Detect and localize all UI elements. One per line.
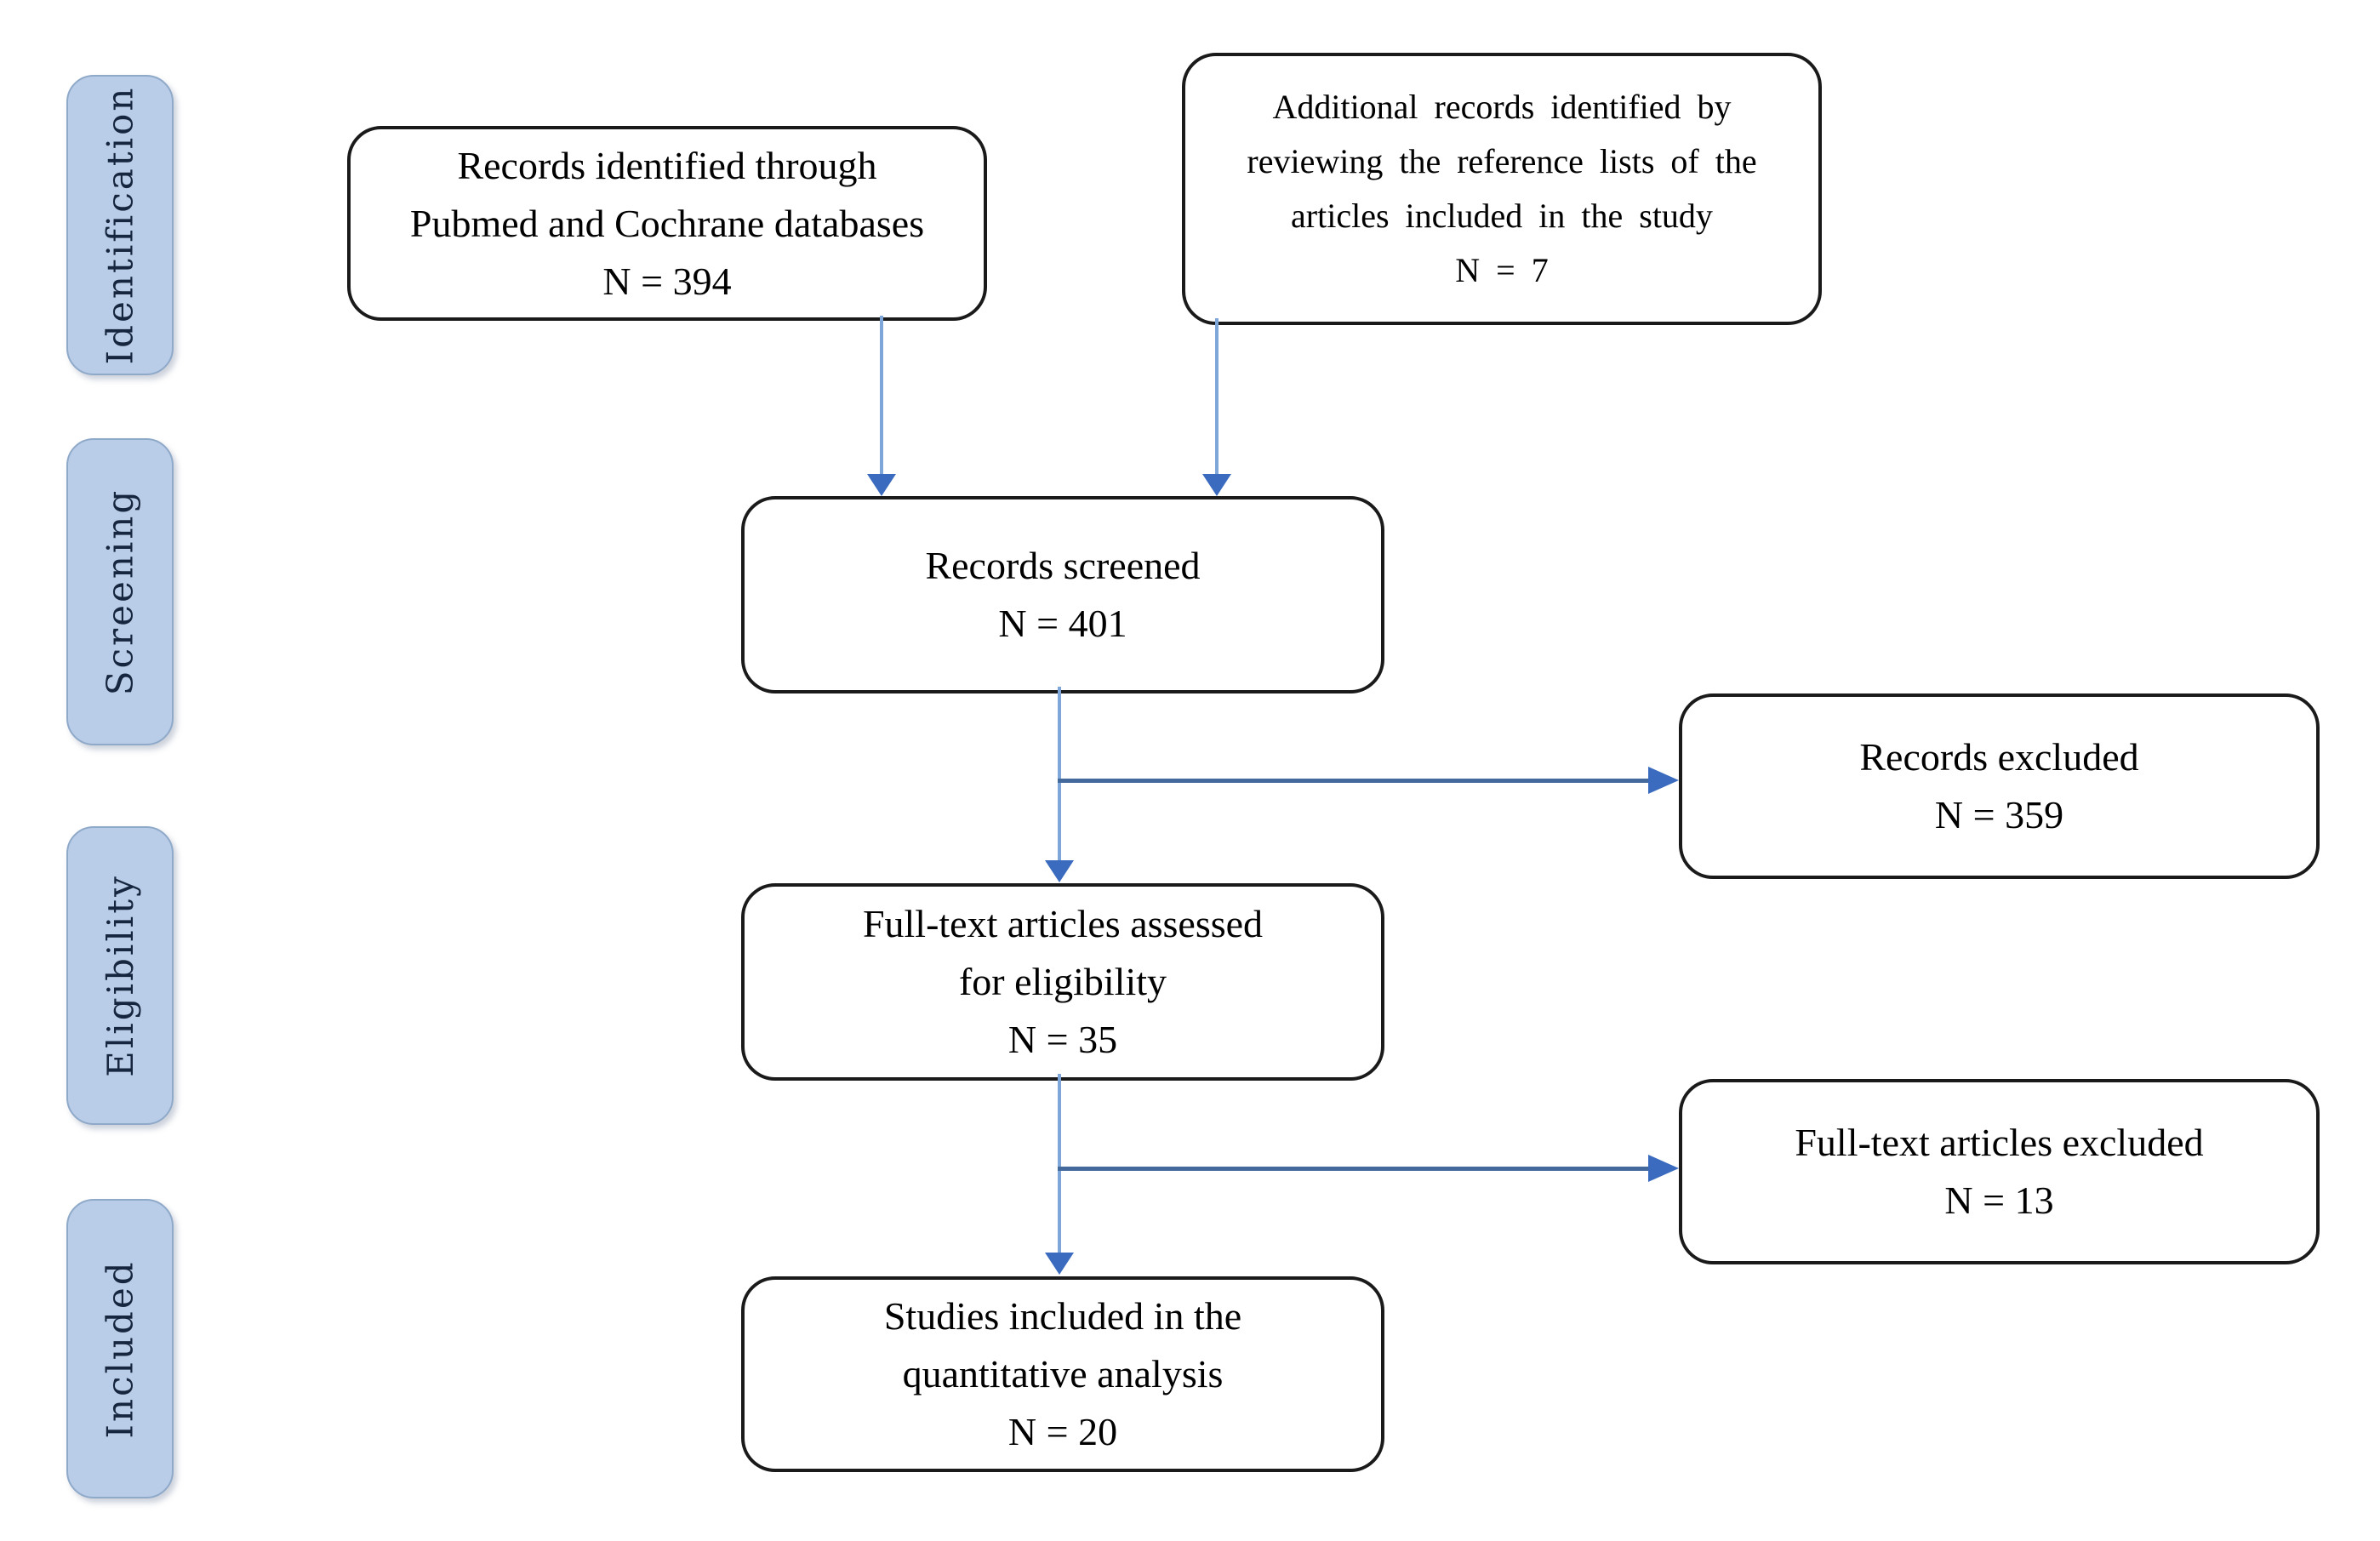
box-text-line: Studies included in the (883, 1294, 1242, 1338)
stage-label-included: Included (99, 1258, 141, 1439)
arrowhead-identified-to-screened (867, 474, 896, 496)
arrow-line-to-records-excluded (1058, 779, 1648, 783)
flow-box-records-screened: Records screened N = 401 (741, 496, 1384, 693)
flow-box-studies-included: Studies included in the quantitative ana… (741, 1276, 1384, 1472)
arrow-line-screened-to-assessed (1058, 687, 1061, 862)
arrow-line-additional-to-screened (1215, 318, 1219, 476)
box-text-line: Full-text articles assessed (862, 902, 1264, 945)
box-text-line: reviewing the reference lists of the (1247, 142, 1757, 180)
box-text-line: Pubmed and Cochrane databases (409, 201, 925, 245)
box-text-line: articles included in the study (1291, 197, 1713, 235)
stage-label-eligibility: Eligibility (99, 874, 141, 1077)
box-count: N = 401 (998, 602, 1127, 645)
stage-label-identification: Identification (99, 85, 141, 365)
arrowhead-screened-to-assessed (1045, 860, 1074, 882)
box-count: N = 359 (1934, 793, 2064, 836)
arrow-line-identified-to-screened (880, 316, 883, 476)
box-text-line: quantitative analysis (902, 1352, 1224, 1395)
box-text-line: Records identified through (457, 143, 877, 187)
box-count: N = 394 (602, 259, 732, 303)
stage-pill-included: Included (66, 1199, 174, 1498)
box-count: N = 7 (1455, 251, 1549, 289)
stage-label-screening: Screening (99, 488, 141, 696)
flow-box-records-identified: Records identified through Pubmed and Co… (347, 126, 987, 321)
box-text-line: Full-text articles excluded (1795, 1121, 2204, 1164)
arrow-line-to-fulltext-excluded (1058, 1167, 1648, 1171)
stage-pill-identification: Identification (66, 75, 174, 375)
box-text-line: Additional records identified by (1272, 88, 1732, 126)
arrowhead-assessed-to-included (1045, 1253, 1074, 1275)
arrowhead-to-fulltext-excluded (1648, 1155, 1679, 1182)
flow-box-fulltext-excluded: Full-text articles excluded N = 13 (1679, 1079, 2320, 1264)
box-text-line: for eligibility (958, 960, 1167, 1003)
box-text-line: Records excluded (1859, 735, 2139, 779)
stage-pill-eligibility: Eligibility (66, 826, 174, 1125)
box-text-line: Records screened (925, 544, 1201, 587)
flow-box-additional-records: Additional records identified by reviewi… (1182, 53, 1822, 325)
arrowhead-additional-to-screened (1202, 474, 1231, 496)
arrow-line-assessed-to-included (1058, 1074, 1061, 1254)
stage-pill-screening: Screening (66, 438, 174, 745)
flow-box-records-excluded: Records excluded N = 359 (1679, 693, 2320, 879)
arrowhead-to-records-excluded (1648, 767, 1679, 794)
box-count: N = 35 (1007, 1018, 1118, 1061)
box-count: N = 13 (1944, 1179, 2054, 1222)
flow-box-fulltext-assessed: Full-text articles assessed for eligibil… (741, 883, 1384, 1081)
box-count: N = 20 (1007, 1410, 1118, 1453)
